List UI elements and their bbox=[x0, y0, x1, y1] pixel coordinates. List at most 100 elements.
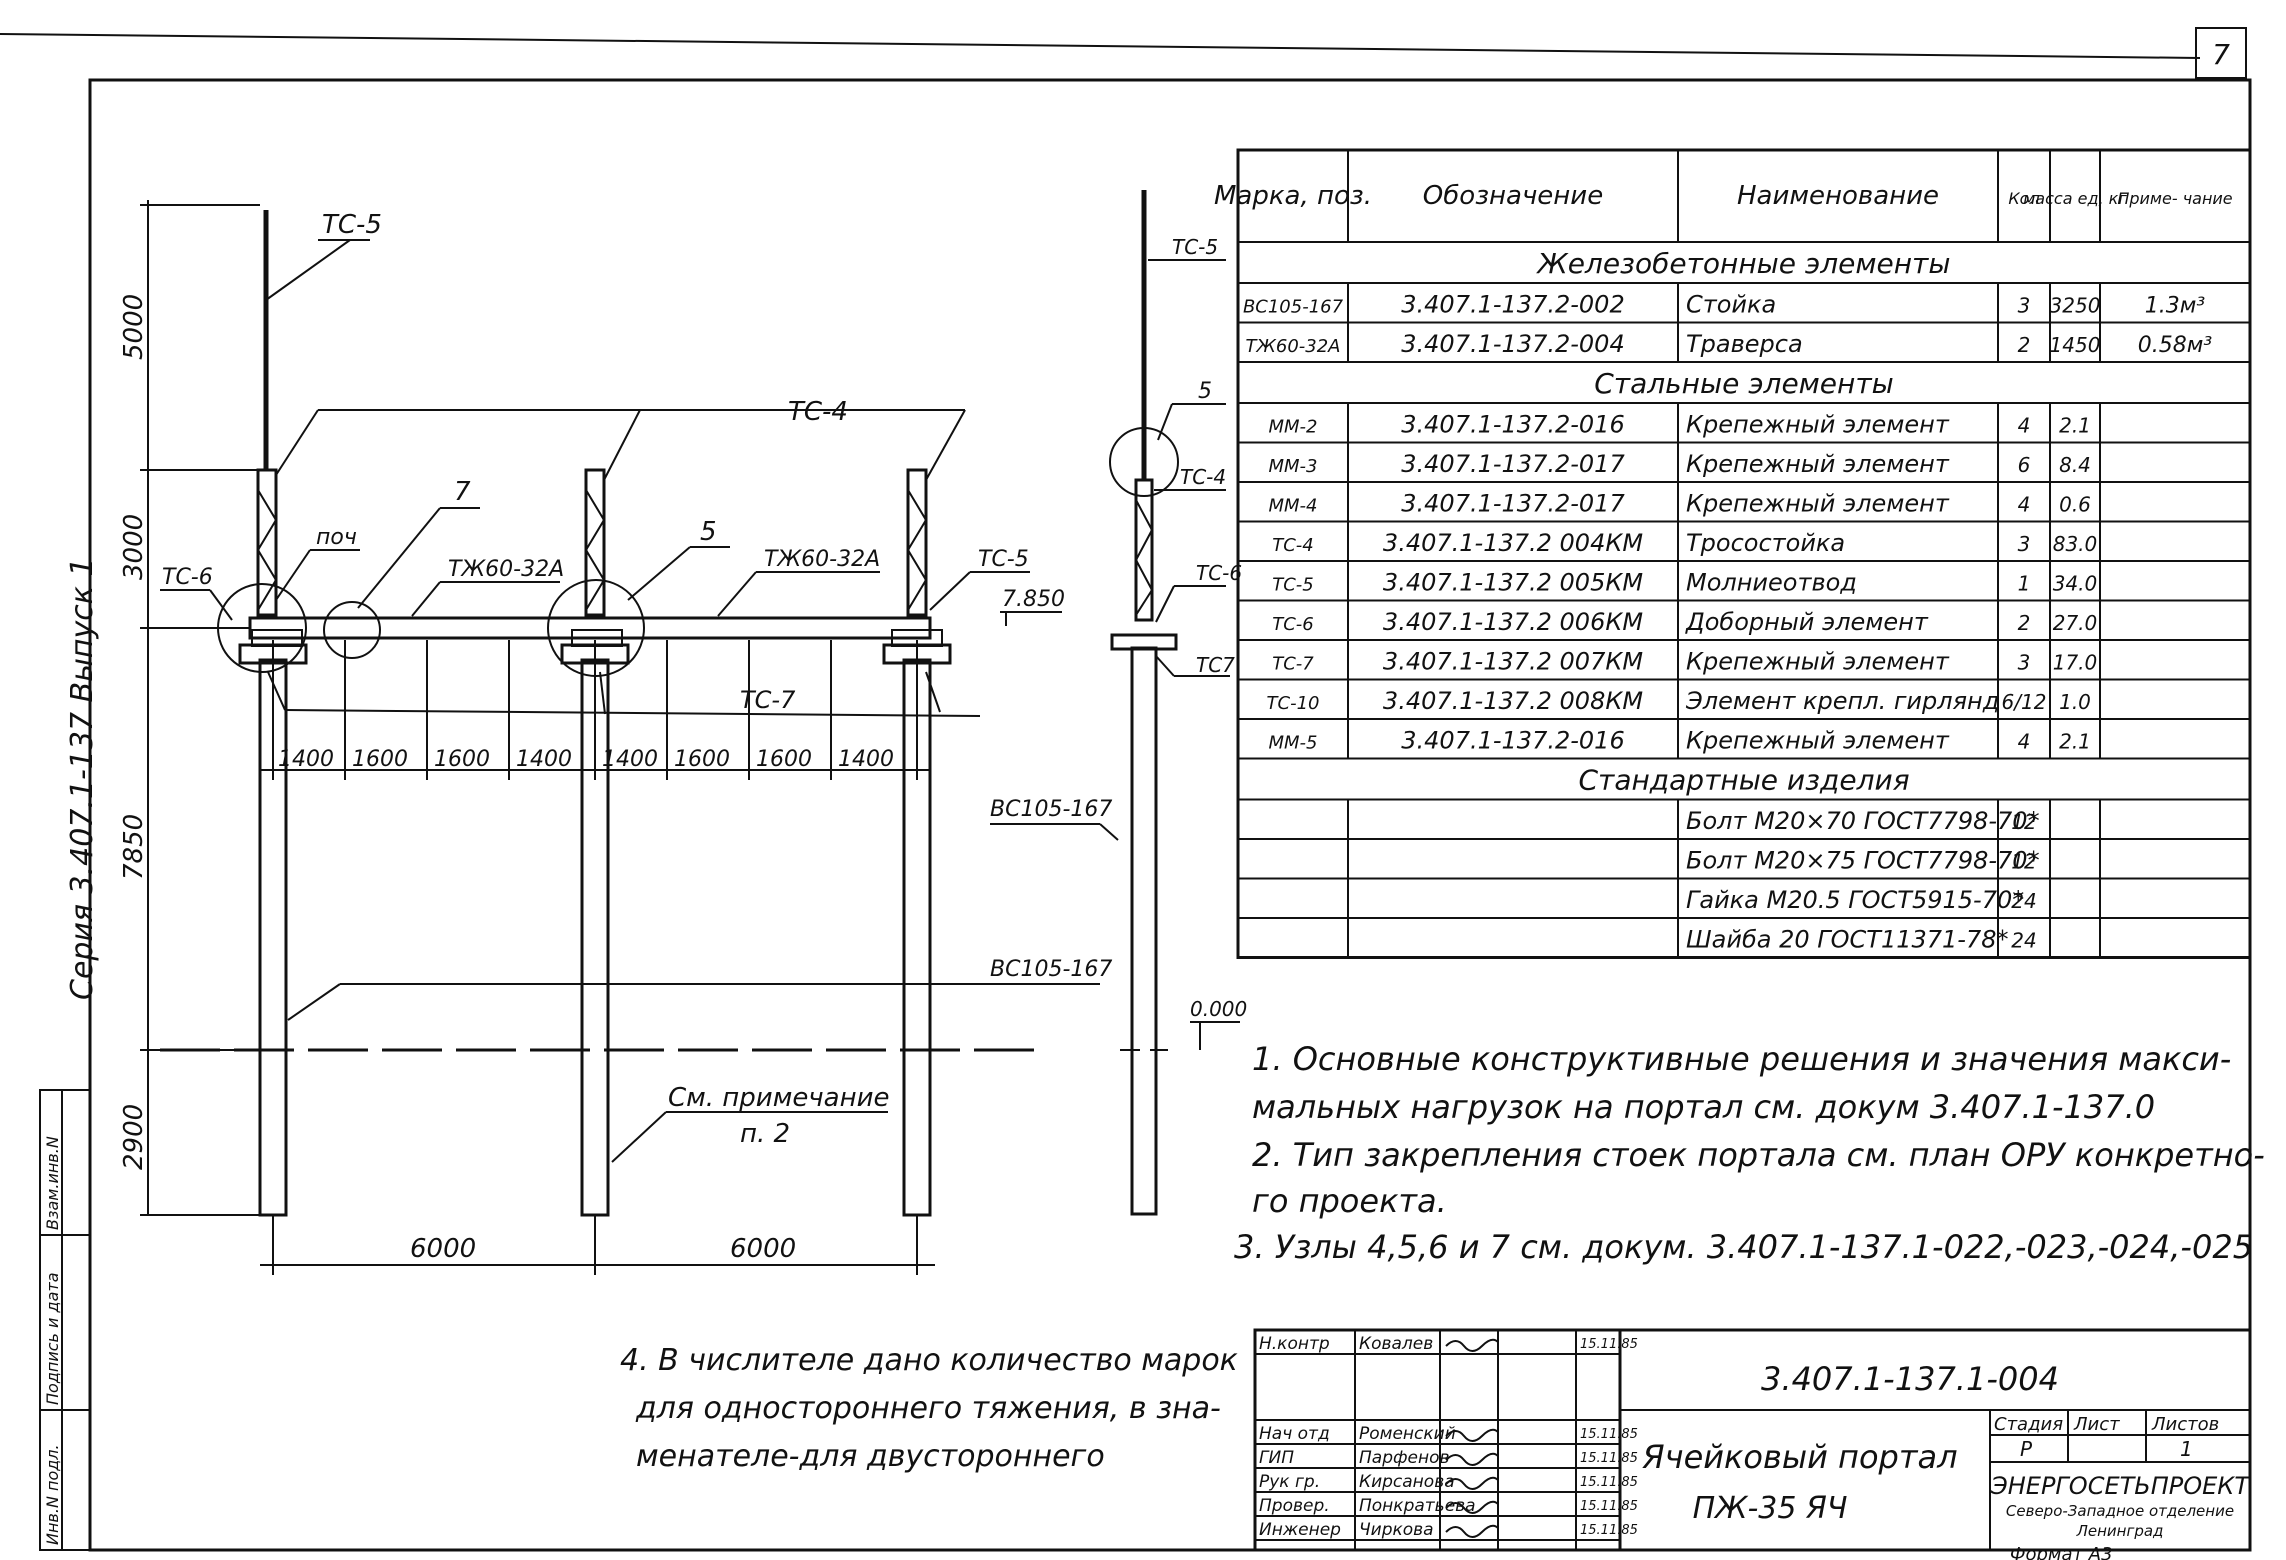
drawing-code: 3.407.1-137.1-004 bbox=[1761, 1360, 2059, 1398]
staff-role: Н.контр bbox=[1259, 1334, 1330, 1354]
label-bc105-upper: ВС105-167 bbox=[990, 797, 1112, 822]
table-cell: 12 bbox=[2011, 810, 2036, 834]
drawing-title-line1: Ячейковый портал bbox=[1641, 1438, 1957, 1476]
dim-top-6: 1600 bbox=[756, 747, 812, 772]
signature-mark bbox=[1445, 1500, 1499, 1514]
table-cell: ТС-7 bbox=[1272, 654, 1314, 675]
note4-line-0: 4. В числителе дано количество марок bbox=[620, 1343, 1238, 1378]
table-cell: 34.0 bbox=[2053, 572, 2098, 596]
table-cell: Крепежный элемент bbox=[1686, 411, 1950, 439]
table-header-5: Приме- чание bbox=[2117, 189, 2232, 208]
note4-line-2: менателе-для двустороннего bbox=[636, 1439, 1105, 1474]
table-cell: ТС-5 bbox=[1272, 575, 1314, 596]
table-cell: 17.0 bbox=[2053, 651, 2098, 675]
dim-top-0: 1400 bbox=[278, 747, 334, 772]
dim-2900: 2900 bbox=[119, 1104, 149, 1170]
dim-3000: 3000 bbox=[119, 514, 149, 580]
stage-label: Стадия bbox=[1994, 1414, 2063, 1435]
label-elev-7850: 7.850 bbox=[1002, 587, 1065, 612]
table-cell: Стойка bbox=[1686, 291, 1776, 319]
cable-stand-right bbox=[906, 468, 928, 617]
staff-role: ГИП bbox=[1259, 1448, 1294, 1468]
dim-5000: 5000 bbox=[119, 294, 149, 360]
table-cell: Крепежный элемент bbox=[1686, 450, 1950, 478]
format-label: Формат А3 bbox=[2010, 1544, 2113, 1560]
table-cell: 6/12 bbox=[2002, 690, 2047, 714]
top-edge-line bbox=[0, 33, 2201, 59]
table-cell: 3250 bbox=[2050, 294, 2101, 318]
table-cell: ММ-4 bbox=[1268, 496, 1317, 517]
table-cell: 3.407.1-137.2 006КМ bbox=[1383, 608, 1643, 636]
cable-stand-left bbox=[256, 468, 278, 617]
table-cell: ВС105-167 bbox=[1243, 297, 1344, 318]
table-cell: 4 bbox=[2018, 730, 2031, 754]
table-cell: 24 bbox=[2011, 889, 2036, 913]
staff-date: 15.11.85 bbox=[1580, 1475, 1638, 1490]
stage-value: Р bbox=[2020, 1437, 2033, 1461]
side-stamp-label-0: Инв.N подл. bbox=[43, 1444, 62, 1545]
section-title-0: Железобетонные элементы bbox=[1536, 247, 1951, 280]
portal-side-view: ТС-5 5 ТС-4 ТС-6 ТС7 0.000 bbox=[1109, 190, 1247, 1216]
notes-block: 1. Основные конструктивные решения и зна… bbox=[1234, 1040, 2265, 1266]
table-cell: 2.1 bbox=[2059, 414, 2091, 438]
label-tc5-top: ТС-5 bbox=[322, 210, 382, 240]
signature-mark bbox=[1445, 1338, 1499, 1352]
table-cell: Болт М20×70 ГОСТ7798-70* bbox=[1686, 807, 2040, 835]
traverse-beam bbox=[248, 616, 932, 640]
signature-mark bbox=[1445, 1524, 1499, 1538]
note-reference-line1: См. примечание bbox=[668, 1083, 890, 1113]
section-title-1: Стальные элементы bbox=[1594, 367, 1894, 400]
table-cell: 3.407.1-137.2-016 bbox=[1401, 411, 1624, 439]
table-cell: ТС-10 bbox=[1267, 693, 1320, 714]
table-cell: ТС-4 bbox=[1272, 535, 1314, 556]
label-node-5: 5 bbox=[700, 517, 717, 547]
table-cell: 3 bbox=[2018, 651, 2031, 675]
table-cell: 2 bbox=[2018, 333, 2031, 357]
staff-date: 15.11.85 bbox=[1580, 1499, 1638, 1514]
table-cell: 1.0 bbox=[2059, 690, 2091, 714]
note-reference-line2: п. 2 bbox=[740, 1119, 790, 1149]
table-cell: ТС-6 bbox=[1272, 614, 1314, 635]
staff-name: Парфенов bbox=[1359, 1448, 1450, 1468]
table-cell: Крепежный элемент bbox=[1686, 648, 1950, 676]
label-bc105-lower: ВС105-167 bbox=[990, 957, 1112, 982]
page-number: 7 bbox=[2212, 38, 2230, 71]
staff-role: Нач отд bbox=[1259, 1424, 1330, 1444]
signature-mark bbox=[1445, 1428, 1499, 1442]
table-cell: ММ-3 bbox=[1268, 456, 1317, 477]
table-cell: 83.0 bbox=[2053, 532, 2098, 556]
table-cell: 3.407.1-137.2 005КМ bbox=[1383, 569, 1643, 597]
table-cell: ТЖ60-32А bbox=[1245, 336, 1340, 357]
table-cell: 27.0 bbox=[2053, 611, 2098, 635]
dim-top-2: 1600 bbox=[434, 747, 490, 772]
table-cell: 3.407.1-137.2-017 bbox=[1401, 490, 1625, 518]
note-line-3: го проекта. bbox=[1252, 1182, 1447, 1220]
org-sub-1: Северо-Западное отделение bbox=[2006, 1502, 2234, 1520]
signature-mark bbox=[1445, 1452, 1499, 1466]
note-line-2: 2. Тип закрепления стоек портала см. пла… bbox=[1252, 1136, 2265, 1174]
side-series-label: Серия 3.407.1-137 Выпуск 1 bbox=[65, 557, 100, 1000]
table-cell: 3.407.1-137.2-004 bbox=[1401, 330, 1624, 358]
page-number-box bbox=[2195, 27, 2247, 79]
table-cell: 3.407.1-137.2 004КМ bbox=[1383, 529, 1643, 557]
table-header-2: Наименование bbox=[1737, 181, 1939, 211]
note-line-1: мальных нагрузок на портал см. докум 3.4… bbox=[1252, 1088, 2155, 1126]
table-cell: 3.407.1-137.2-002 bbox=[1401, 291, 1624, 319]
signature-mark bbox=[1445, 1476, 1499, 1490]
side-stamp-label-1: Подпись и дата bbox=[43, 1272, 62, 1405]
staff-name: Понкратьева bbox=[1359, 1496, 1476, 1516]
table-header-4: масса ед, кг bbox=[2023, 189, 2127, 208]
table-cell: 4 bbox=[2018, 493, 2031, 517]
table-cell: 8.4 bbox=[2059, 453, 2091, 477]
table-cell: Крепежный элемент bbox=[1686, 490, 1950, 518]
table-cell: 3.407.1-137.2-017 bbox=[1401, 450, 1625, 478]
side-label-tc5: ТС-5 bbox=[1172, 235, 1218, 259]
label-tzh60-left: ТЖ60-32А bbox=[448, 557, 564, 582]
table-cell: ММ-5 bbox=[1268, 733, 1317, 754]
dim-top-3: 1400 bbox=[516, 747, 572, 772]
table-cell: 3.407.1-137.2 008КМ bbox=[1383, 687, 1643, 715]
table-cell: 24 bbox=[2011, 929, 2036, 953]
portal-front-view: 5000 3000 7850 2900 1400 1600 1600 1400 … bbox=[119, 200, 1119, 1275]
